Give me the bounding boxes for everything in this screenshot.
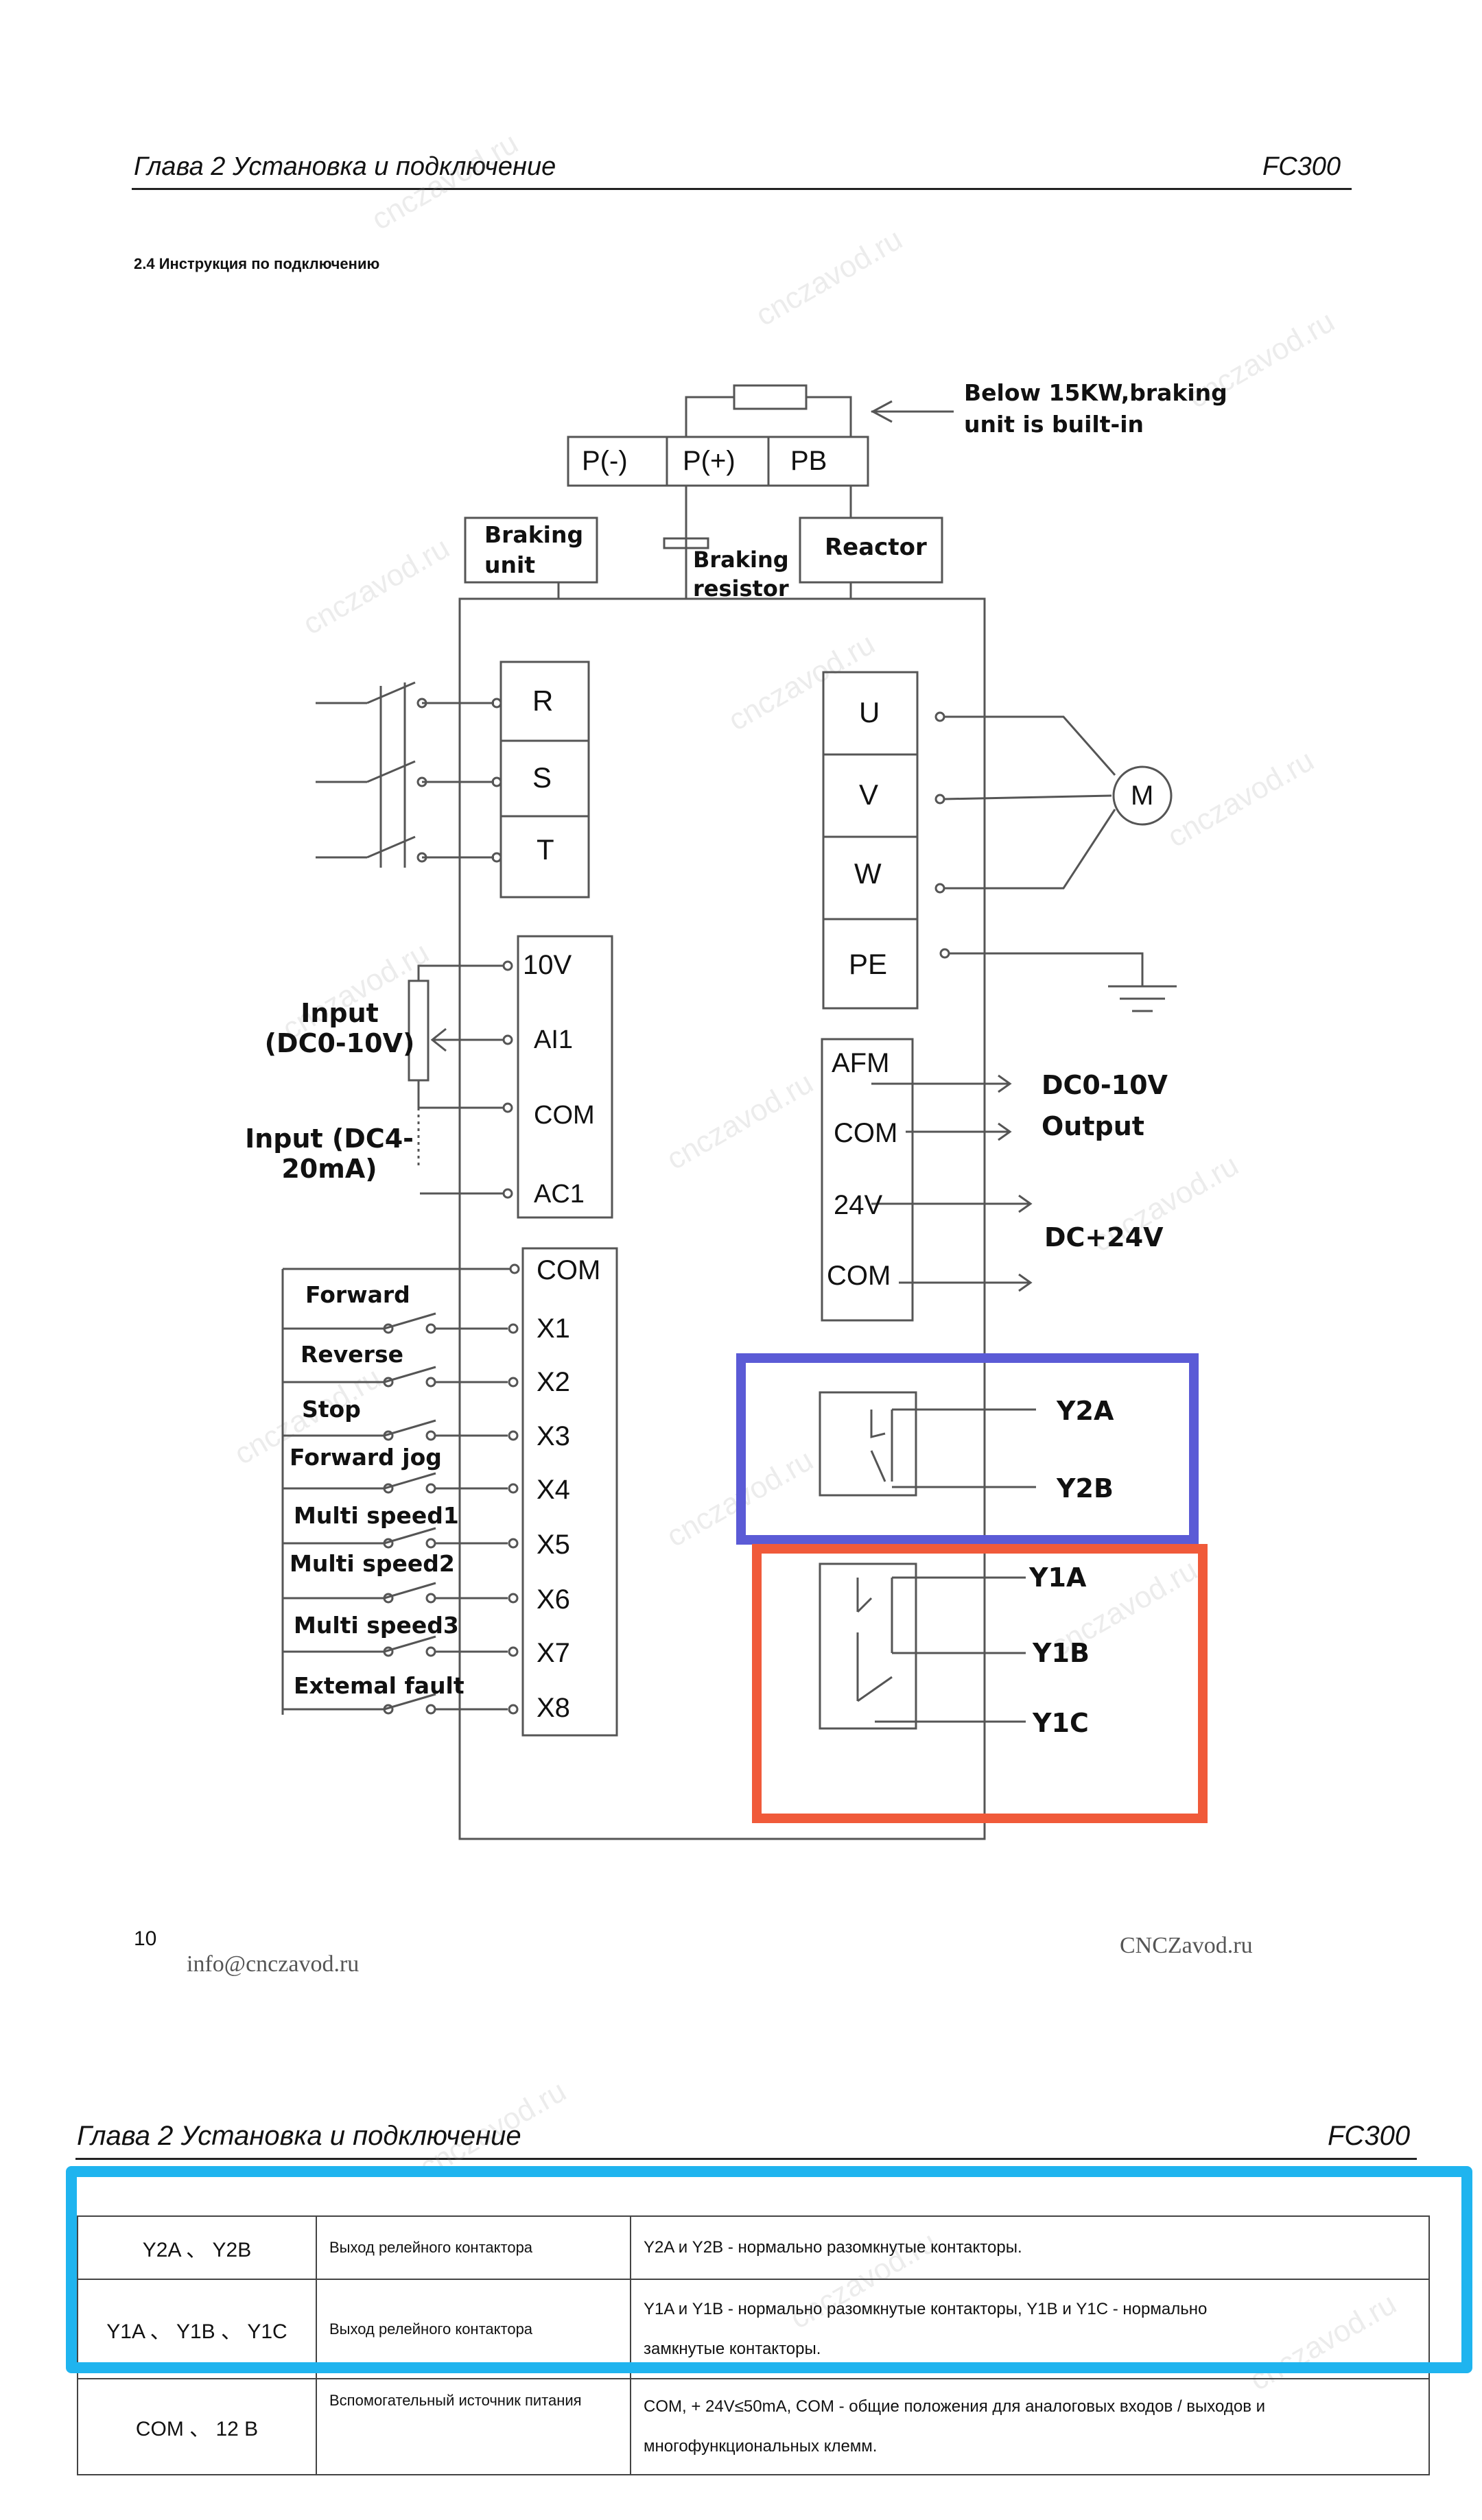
braking-unit-label: Braking unit bbox=[484, 521, 584, 578]
name-cell: Выход релейного контактора bbox=[316, 2215, 631, 2280]
terminal-x5: X5 bbox=[537, 1530, 570, 1560]
relay-y1c-label: Y1C bbox=[1033, 1708, 1089, 1738]
table-row: Y2A 、 Y2B Выход релейного контактора Y2A… bbox=[77, 2215, 1430, 2280]
page2-chapter-title: Глава 2 Установка и подключение bbox=[77, 2121, 521, 2151]
relay-y2b-label: Y2B bbox=[1057, 1473, 1114, 1503]
terminal-10v: 10V bbox=[523, 950, 572, 980]
terminal-w: W bbox=[854, 857, 882, 890]
reverse-label: Reverse bbox=[301, 1341, 403, 1368]
terminal-x1: X1 bbox=[537, 1314, 570, 1344]
page1-model-label: FC300 bbox=[1262, 152, 1341, 181]
terminal-pe: PE bbox=[849, 948, 888, 980]
section-title: 2.4 Инструкция по подключению bbox=[134, 255, 380, 272]
terminal-ai1: AI1 bbox=[534, 1025, 574, 1054]
dc-terminal-pb: PB bbox=[790, 446, 827, 476]
footer-email: info@cnczavod.ru bbox=[187, 1951, 360, 1977]
builtin-braking-note: Below 15KW,braking unit is built-in bbox=[964, 379, 1227, 438]
desc-line: замкнутые контакторы. bbox=[644, 2339, 821, 2358]
relay2-highlight bbox=[736, 1353, 1199, 1545]
terminal-s: S bbox=[532, 761, 552, 794]
output-label: Output bbox=[1042, 1111, 1144, 1141]
terminal-afm: AFM bbox=[832, 1048, 890, 1078]
footer-site: CNCZavod.ru bbox=[1120, 1933, 1253, 1958]
multi-speed1-label: Multi speed1 bbox=[294, 1502, 459, 1529]
dc-terminal-pplus: P(+) bbox=[683, 446, 736, 476]
multi-speed3-label: Multi speed3 bbox=[294, 1612, 459, 1639]
external-fault-label: Extemal fault bbox=[294, 1672, 464, 1699]
relay-y1b-label: Y1B bbox=[1033, 1638, 1090, 1668]
multi-speed2-label: Multi speed2 bbox=[290, 1550, 455, 1577]
terminal-x8: X8 bbox=[537, 1693, 570, 1723]
terminal-x4: X4 bbox=[537, 1475, 570, 1505]
terminal-24v: 24V bbox=[834, 1190, 883, 1220]
terminal-cell: Y2A 、 Y2B bbox=[77, 2215, 317, 2280]
page1-header-rule bbox=[132, 188, 1352, 190]
page-number: 10 bbox=[134, 1927, 157, 1950]
forward-label: Forward bbox=[305, 1281, 410, 1308]
terminal-x2: X2 bbox=[537, 1367, 570, 1397]
dc-0-10v-label: DC0-10V bbox=[1042, 1070, 1168, 1100]
terminal-r: R bbox=[532, 685, 554, 717]
terminal-x7: X7 bbox=[537, 1638, 570, 1668]
table-row: COM 、 12 B Вспомогательный источник пита… bbox=[77, 2378, 1430, 2475]
desc-line: многофункциональных клемм. bbox=[644, 2437, 878, 2456]
input-voltage-label: Input (DC0-10V) bbox=[264, 998, 415, 1058]
wiring-diagram bbox=[281, 384, 1208, 1840]
desc-line: Y1A и Y1B - нормально разомкнутые контак… bbox=[644, 2299, 1208, 2318]
switch-row bbox=[283, 1312, 519, 1334]
page2-header-rule bbox=[75, 2158, 1417, 2160]
desc-line: COM, + 24V≤50mA, COM - общие положения д… bbox=[644, 2397, 1266, 2416]
relay1-highlight bbox=[752, 1544, 1208, 1823]
terminal-cell: COM 、 12 B bbox=[77, 2378, 317, 2475]
dc-terminal-pminus: P(-) bbox=[582, 446, 628, 476]
desc-cell: Y2A и Y2B - нормально разомкнутые контак… bbox=[630, 2215, 1430, 2280]
terminal-com-analog: COM bbox=[534, 1101, 595, 1130]
terminal-com-out2: COM bbox=[827, 1261, 891, 1291]
page2-model-label: FC300 bbox=[1328, 2121, 1411, 2151]
stop-label: Stop bbox=[302, 1396, 361, 1423]
name-cell: Вспомогательный источник питания bbox=[316, 2378, 631, 2475]
relay-y2a-label: Y2A bbox=[1057, 1396, 1114, 1426]
terminal-ac1: AC1 bbox=[534, 1180, 585, 1209]
table-highlight bbox=[66, 2166, 1472, 2373]
desc-cell: COM, + 24V≤50mA, COM - общие положения д… bbox=[630, 2378, 1430, 2475]
terminal-x6: X6 bbox=[537, 1584, 570, 1615]
terminal-u: U bbox=[859, 696, 880, 728]
terminal-t: T bbox=[537, 833, 554, 866]
page1-chapter-title: Глава 2 Установка и подключение bbox=[134, 152, 556, 181]
terminal-v: V bbox=[859, 778, 879, 811]
terminal-com-out1: COM bbox=[834, 1118, 898, 1148]
relay-y1a-label: Y1A bbox=[1029, 1562, 1087, 1593]
input-current-label: Input (DC4-20mA) bbox=[245, 1124, 414, 1184]
reactor-label: Reactor bbox=[825, 534, 927, 561]
terminal-x3: X3 bbox=[537, 1421, 570, 1451]
forward-jog-label: Forward jog bbox=[290, 1444, 442, 1471]
motor-symbol: M bbox=[1131, 781, 1154, 811]
terminal-com-digital: COM bbox=[537, 1255, 601, 1285]
dc-24v-label: DC+24V bbox=[1044, 1222, 1164, 1252]
inverter-body bbox=[458, 597, 986, 1840]
braking-resistor-label: Braking resistor bbox=[693, 547, 789, 602]
